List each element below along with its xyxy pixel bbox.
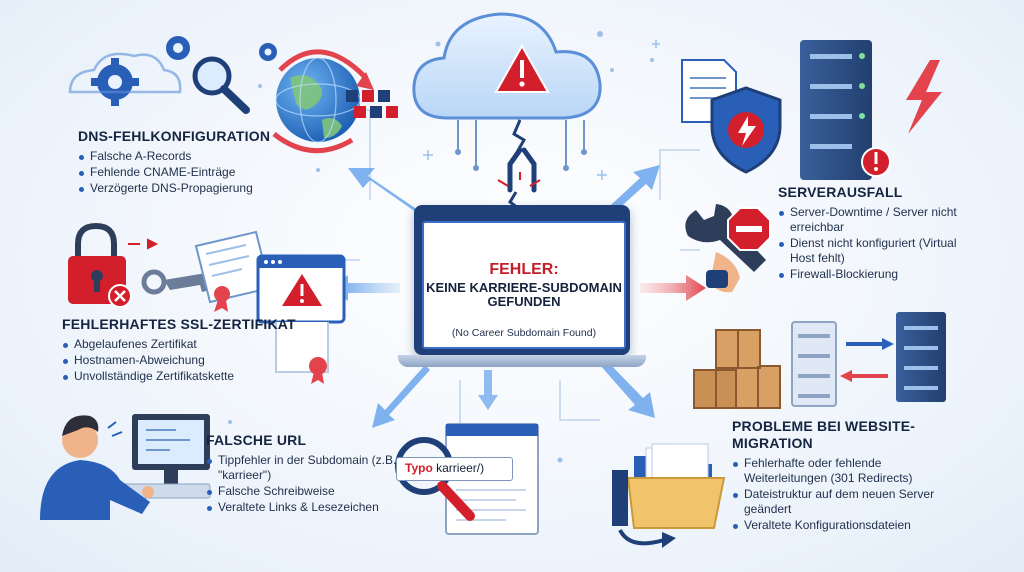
dns-item: Verzögerte DNS-Propagierung xyxy=(78,181,308,196)
globe-icon xyxy=(272,49,374,154)
laptop-screen: FEHLER: KEINE KARRIERE-SUBDOMAIN GEFUNDE… xyxy=(414,205,630,355)
server-item: Server-Downtime / Server nicht erreichba… xyxy=(778,205,978,235)
boxes-icon xyxy=(693,329,781,409)
ssl-list: Abgelaufenes Zertifikat Hostnamen-Abweic… xyxy=(62,337,362,384)
url-search-text: Typo karrieer/) xyxy=(405,461,484,475)
migration-item: Dateistruktur auf dem neuen Server geänd… xyxy=(732,487,942,517)
arrow-to-ssl xyxy=(330,275,400,301)
folder-icon xyxy=(612,443,726,548)
url-item: Tippfehler in der Subdomain (z.B. "karri… xyxy=(206,453,402,483)
section-migration: PROBLEME BEI WEBSITE-MIGRATION Fehlerhaf… xyxy=(732,418,942,534)
arrow-to-dns xyxy=(348,168,420,215)
server-item: Firewall-Blockierung xyxy=(778,267,978,282)
gear-icon xyxy=(91,36,277,106)
ssl-heading: FEHLERHAFTES SSL-ZERTIFIKAT xyxy=(62,316,296,332)
error-title: FEHLER: xyxy=(489,261,559,278)
typo-query: karrieer/) xyxy=(436,461,485,475)
arrow-to-migration xyxy=(640,275,706,301)
arrow-to-url xyxy=(372,365,430,428)
dns-item: Falsche A-Records xyxy=(78,149,308,164)
lightning-icon xyxy=(906,60,942,134)
ssl-item: Unvollständige Zertifikatskette xyxy=(62,369,362,384)
url-heading: FALSCHE URL xyxy=(206,432,307,448)
cloud-warning-icon xyxy=(412,12,602,193)
error-dialog: FEHLER: KEINE KARRIERE-SUBDOMAIN GEFUNDE… xyxy=(422,221,626,349)
ssl-item: Hostnamen-Abweichung xyxy=(62,353,362,368)
server-item: Dienst nicht konfiguriert (Virtual Host … xyxy=(778,236,978,266)
magnifier-icon xyxy=(192,56,250,114)
migration-item: Veraltete Konfigurationsdateien xyxy=(732,518,942,533)
browser-warning-icon xyxy=(256,254,346,384)
section-ssl: FEHLERHAFTES SSL-ZERTIFIKAT Abgelaufenes… xyxy=(62,316,362,385)
dns-blocks xyxy=(346,90,398,118)
server-source-icon xyxy=(791,321,837,407)
section-server: SERVERAUSFALL Server-Downtime / Server n… xyxy=(778,184,978,283)
server-target-icon xyxy=(896,312,946,402)
migration-arrows xyxy=(840,338,894,382)
dns-heading: DNS-FEHLKONFIGURATION xyxy=(78,128,271,144)
wrench-icon xyxy=(685,204,766,293)
section-url: FALSCHE URL Tippfehler in der Subdomain … xyxy=(206,432,402,516)
server-list: Server-Downtime / Server nicht erreichba… xyxy=(778,205,978,282)
typo-label: Typo xyxy=(405,461,433,475)
url-search-bar: Typo karrieer/) xyxy=(396,457,513,481)
error-subtitle: (No Career Subdomain Found) xyxy=(451,327,597,339)
server-heading: SERVERAUSFALL xyxy=(778,184,903,200)
url-item: Veraltete Links & Lesezeichen xyxy=(206,500,402,515)
migration-list: Fehlerhafte oder fehlende Weiterleitunge… xyxy=(732,456,942,533)
section-dns: DNS-FEHLKONFIGURATION Falsche A-Records … xyxy=(78,128,308,197)
migration-heading: PROBLEME BEI WEBSITE-MIGRATION xyxy=(732,418,916,451)
error-message: KEINE KARRIERE-SUBDOMAIN GEFUNDEN xyxy=(426,280,622,309)
stop-sign-icon xyxy=(727,207,771,251)
dns-list: Falsche A-Records Fehlende CNAME-Einträg… xyxy=(78,149,308,196)
url-item: Falsche Schreibweise xyxy=(206,484,402,499)
migration-item: Fehlerhafte oder fehlende Weiterleitunge… xyxy=(732,456,942,486)
ssl-item: Abgelaufenes Zertifikat xyxy=(62,337,362,352)
padlock-icon xyxy=(68,222,132,308)
shield-icon xyxy=(710,86,782,174)
arrow-to-folder xyxy=(600,360,655,418)
key-icon xyxy=(141,269,214,295)
dns-item: Fehlende CNAME-Einträge xyxy=(78,165,308,180)
arrow-to-search xyxy=(478,370,498,410)
user-at-computer-icon xyxy=(40,414,211,520)
laptop-base xyxy=(398,355,646,367)
server-rack-icon xyxy=(800,40,891,180)
url-list: Tippfehler in der Subdomain (z.B. "karri… xyxy=(206,453,402,515)
